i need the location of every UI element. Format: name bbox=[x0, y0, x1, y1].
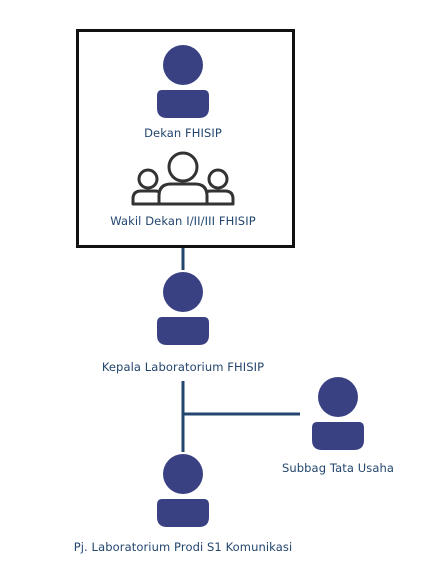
dekan-label: Dekan FHISIP bbox=[144, 126, 222, 140]
person-icon bbox=[312, 377, 364, 450]
leadership-frame bbox=[76, 29, 295, 248]
person-icon bbox=[157, 272, 209, 345]
person-icon bbox=[157, 45, 209, 118]
subbag-tata-usaha-label: Subbag Tata Usaha bbox=[281, 461, 395, 475]
kepala-laboratorium-label: Kepala Laboratorium FHISIP bbox=[101, 360, 265, 374]
person-icon bbox=[157, 454, 209, 527]
people-group-icon bbox=[131, 151, 235, 206]
wakil-dekan-label: Wakil Dekan I/II/III FHISIP bbox=[110, 214, 256, 228]
pj-laboratorium-label: Pj. Laboratorium Prodi S1 Komunikasi bbox=[73, 540, 293, 554]
